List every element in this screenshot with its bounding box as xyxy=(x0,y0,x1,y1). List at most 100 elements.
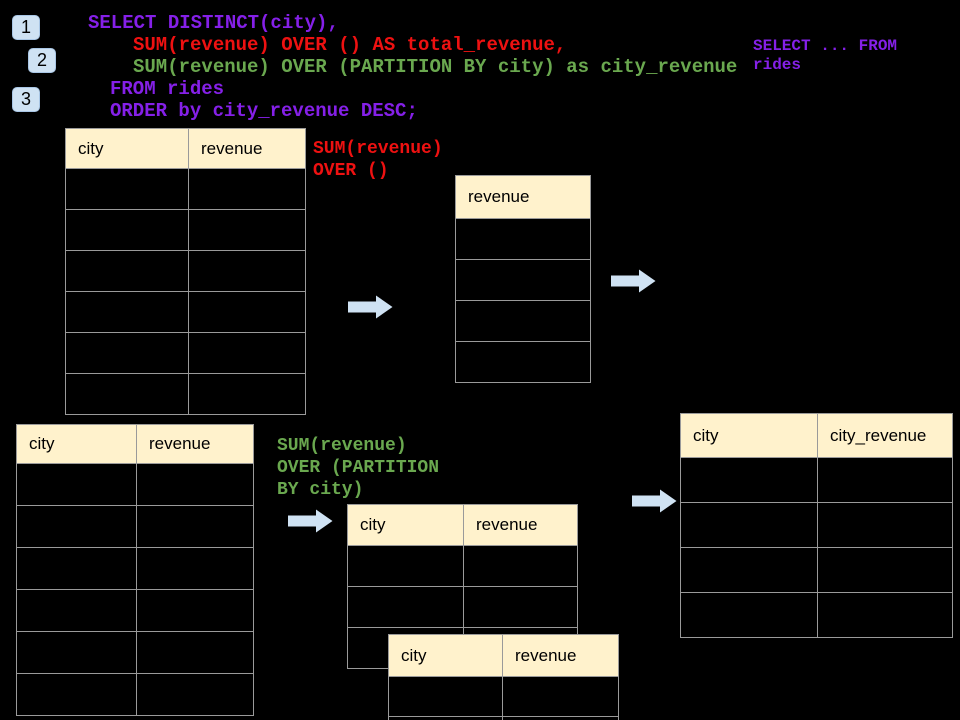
table-cell xyxy=(16,673,137,716)
table-cell xyxy=(16,463,137,506)
column-header-city: city xyxy=(680,413,818,458)
table-cell xyxy=(16,505,137,548)
table-row xyxy=(16,673,254,716)
table-row xyxy=(680,502,953,548)
table-cell xyxy=(817,547,953,593)
table-row xyxy=(16,631,254,674)
arrow-right-icon xyxy=(632,489,677,513)
step-badge-1: 1 xyxy=(12,15,40,40)
table-cell xyxy=(455,218,591,260)
table-cell xyxy=(817,457,953,503)
table-cell xyxy=(817,502,953,548)
arrow-right-icon xyxy=(288,509,333,533)
step-badge-2: 2 xyxy=(28,48,56,73)
table-row xyxy=(455,300,591,342)
table-cell xyxy=(65,209,189,251)
column-header-revenue: revenue xyxy=(455,175,591,219)
table-cell xyxy=(388,676,503,717)
column-header-city: city xyxy=(65,128,189,169)
table-cell xyxy=(136,505,254,548)
table-cell xyxy=(65,168,189,210)
column-header-city: city xyxy=(347,504,464,546)
table-row xyxy=(680,592,953,638)
table-cell xyxy=(455,300,591,342)
table-cell xyxy=(188,332,306,374)
table-cell xyxy=(136,673,254,716)
table-cell xyxy=(455,259,591,301)
table-cell xyxy=(16,589,137,632)
table-cell xyxy=(502,716,619,720)
label-partition-line3: BY city) xyxy=(277,480,364,500)
table-cell xyxy=(136,631,254,674)
column-header-revenue: revenue xyxy=(136,424,254,464)
arrow-right-icon xyxy=(611,269,656,293)
table-row xyxy=(347,586,578,628)
table-row xyxy=(16,505,254,548)
table-row xyxy=(65,373,306,415)
column-header-revenue: revenue xyxy=(188,128,306,169)
table-cell xyxy=(188,250,306,292)
sql-line-sum-over-partition: SUM(revenue) OVER (PARTITION BY city) as… xyxy=(133,56,738,78)
table-row xyxy=(16,547,254,590)
table-cell xyxy=(680,592,818,638)
table-cell xyxy=(65,250,189,292)
note-rides: rides xyxy=(753,56,802,74)
column-header-city: city xyxy=(16,424,137,464)
table-cell xyxy=(188,291,306,333)
column-header-city-revenue: city_revenue xyxy=(817,413,953,458)
table-cell xyxy=(188,373,306,415)
table-row xyxy=(65,332,306,374)
table-cell xyxy=(16,547,137,590)
table-cell xyxy=(136,589,254,632)
note-select-from: SELECT ... FROM xyxy=(753,37,898,55)
table-cell xyxy=(680,547,818,593)
table-row xyxy=(65,168,306,210)
table-cell xyxy=(16,631,137,674)
table-cell xyxy=(463,545,578,587)
table-row xyxy=(388,676,619,717)
table-row xyxy=(16,589,254,632)
column-header-revenue: revenue xyxy=(502,634,619,677)
step-badge-3: 3 xyxy=(12,87,40,112)
column-header-city: city xyxy=(388,634,503,677)
table-cell xyxy=(65,373,189,415)
label-total-line1: SUM(revenue) xyxy=(313,139,443,159)
sql-line-from: FROM rides xyxy=(110,78,225,100)
table-row xyxy=(680,457,953,503)
table-cell xyxy=(388,716,503,720)
table-total-revenue: revenue xyxy=(455,175,591,383)
table-row xyxy=(388,716,619,720)
table-cell xyxy=(347,586,464,628)
table-partition-overlap: city revenue xyxy=(388,634,619,720)
sql-line-select: SELECT DISTINCT(city), xyxy=(88,12,339,34)
table-cell xyxy=(188,209,306,251)
table-cell xyxy=(347,545,464,587)
table-source-bottom: city revenue xyxy=(16,424,254,716)
table-row xyxy=(455,341,591,383)
table-cell xyxy=(65,332,189,374)
sql-line-sum-over-total: SUM(revenue) OVER () AS total_revenue, xyxy=(133,34,567,56)
table-row xyxy=(16,463,254,506)
table-row xyxy=(65,209,306,251)
table-cell xyxy=(502,676,619,717)
table-cell xyxy=(680,502,818,548)
table-cell xyxy=(136,463,254,506)
table-row xyxy=(347,545,578,587)
arrow-right-icon xyxy=(348,295,393,319)
table-city-revenue-result: city city_revenue xyxy=(680,413,953,638)
table-source-top: city revenue xyxy=(65,128,306,415)
label-total-line2: OVER () xyxy=(313,161,389,181)
table-row xyxy=(455,259,591,301)
table-cell xyxy=(65,291,189,333)
table-row xyxy=(65,250,306,292)
table-row xyxy=(680,547,953,593)
table-cell xyxy=(817,592,953,638)
table-row xyxy=(65,291,306,333)
label-partition-line2: OVER (PARTITION xyxy=(277,458,440,478)
column-header-revenue: revenue xyxy=(463,504,578,546)
table-cell xyxy=(463,586,578,628)
table-cell xyxy=(680,457,818,503)
table-row xyxy=(455,218,591,260)
label-partition-line1: SUM(revenue) xyxy=(277,436,407,456)
